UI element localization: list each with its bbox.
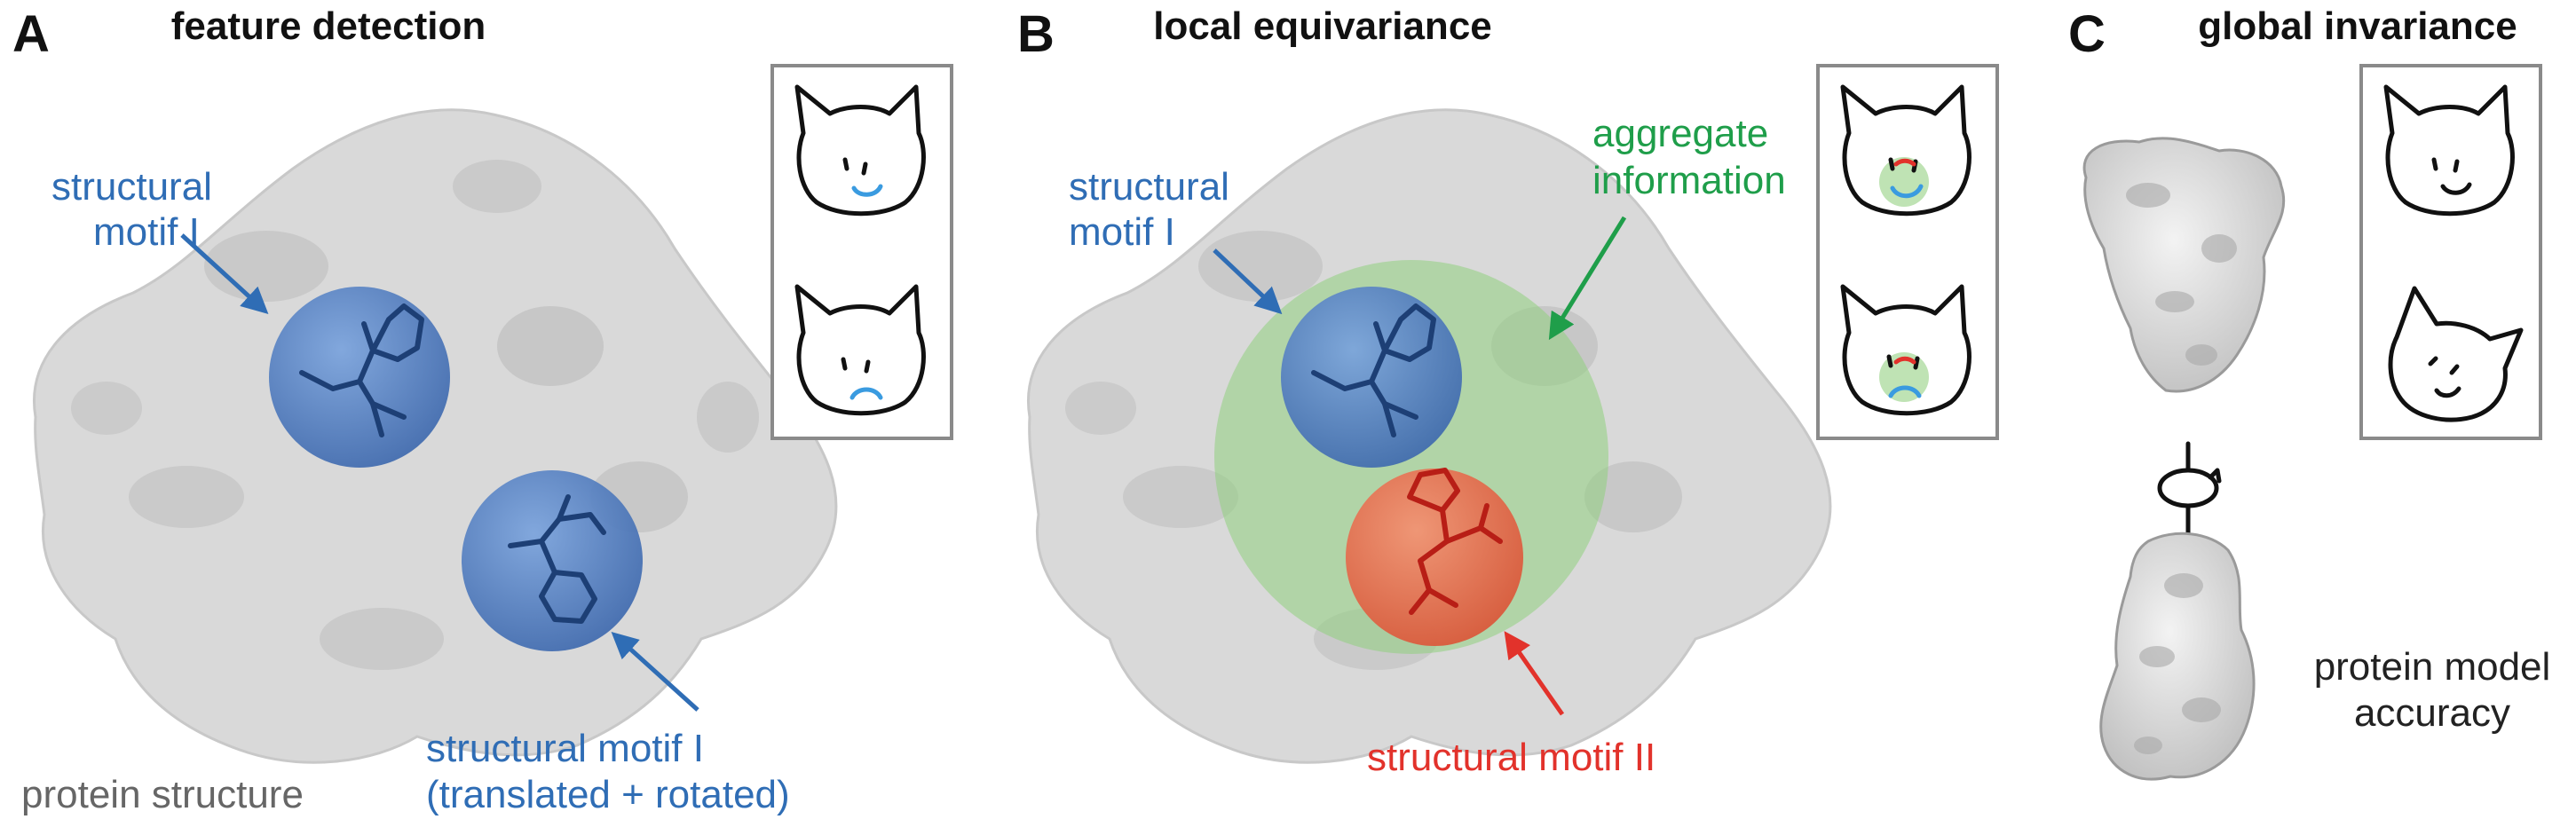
cat-face-icon — [1840, 84, 1972, 217]
panel-b-title: local equivariance — [1153, 4, 1492, 48]
panel-b: B local equivariance — [1017, 4, 1999, 779]
panel-c: C global invariance protein model accura… — [2068, 4, 2551, 781]
arrow-motif2 — [1504, 631, 1565, 716]
cat-face-icon — [794, 284, 926, 416]
protein-surface-a — [33, 108, 838, 764]
label-motif-a-line2: motif I — [93, 210, 200, 254]
protein-model-bottom — [2099, 532, 2256, 781]
rotation-arrow-icon — [2157, 441, 2222, 535]
motif-sphere-b1 — [1281, 287, 1462, 468]
label-aggregate-line1: aggregate — [1592, 112, 1768, 155]
label-moved-a-line1: structural motif I — [426, 727, 704, 770]
label-motif-a-line1: structural — [51, 165, 212, 209]
label-motif-b-line2: motif I — [1069, 210, 1175, 254]
panel-letter-a: A — [12, 5, 50, 63]
cat-face-icon — [794, 84, 926, 217]
cat-box-a — [770, 64, 953, 440]
cat-face-icon — [2383, 84, 2515, 217]
label-moved-a-line2: (translated + rotated) — [426, 773, 790, 816]
motif-sphere-a1 — [269, 287, 450, 468]
arrow-motif-b — [1213, 248, 1283, 315]
molecule-motif-b2 — [1407, 468, 1503, 615]
molecule-motif-b1 — [1311, 303, 1436, 437]
label-aggregate-line2: information — [1592, 159, 1786, 202]
protein-model-top — [2082, 137, 2286, 393]
arrow-aggregate — [1548, 216, 1627, 341]
cat-box-c — [2359, 64, 2542, 440]
cat-face-icon — [2388, 286, 2524, 422]
motif-sphere-a2 — [462, 470, 643, 651]
label-protein-structure: protein structure — [21, 773, 304, 816]
panel-c-title: global invariance — [2198, 4, 2517, 48]
panel-letter-b: B — [1017, 5, 1055, 63]
panel-a-title: feature detection — [171, 4, 486, 48]
label-motif2: structural motif II — [1367, 736, 1655, 779]
molecule-motif-a2 — [508, 494, 606, 624]
label-accuracy-line2: accuracy — [2354, 691, 2510, 735]
motif-sphere-b2 — [1346, 468, 1523, 646]
panel-a: A feature detection — [12, 4, 953, 816]
label-motif-b-line1: structural — [1069, 165, 1229, 209]
panel-letter-c: C — [2068, 5, 2106, 63]
molecule-motif-a1 — [299, 303, 424, 437]
arrow-moved-a — [611, 631, 699, 712]
label-accuracy-line1: protein model — [2314, 645, 2551, 689]
cat-face-icon — [1840, 284, 1972, 416]
arrow-motif-a — [180, 233, 269, 315]
